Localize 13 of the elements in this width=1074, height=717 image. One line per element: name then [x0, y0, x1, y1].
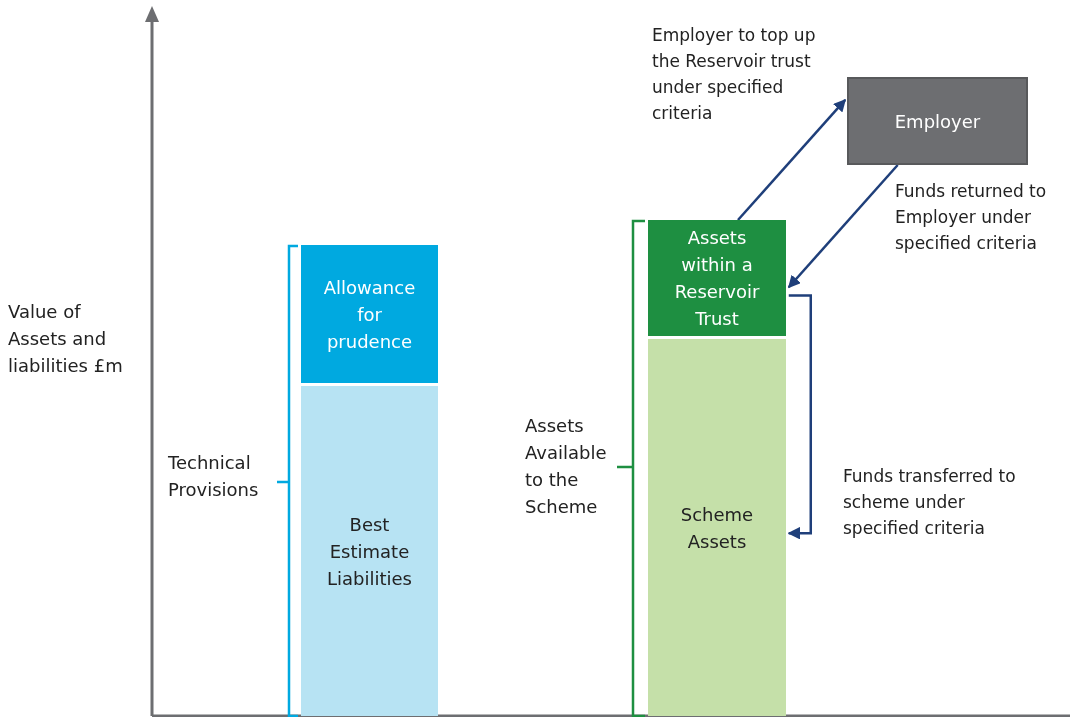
bar-segment: [648, 220, 786, 336]
node-label: Assets within a Reservoir Trust: [673, 226, 761, 331]
node-label: Scheme Assets: [679, 502, 755, 554]
arrow: [787, 164, 899, 289]
node-label: Employer: [893, 109, 982, 134]
node-label: Allowance for prudence: [322, 275, 417, 354]
node-label: Best Estimate Liabilities: [326, 512, 413, 591]
bar-segment: [648, 339, 786, 716]
bar-segment: [301, 386, 438, 716]
employer-box: [847, 77, 1028, 165]
arrow: [737, 98, 847, 221]
bar-segment: [301, 245, 438, 383]
arrow: [787, 294, 812, 540]
